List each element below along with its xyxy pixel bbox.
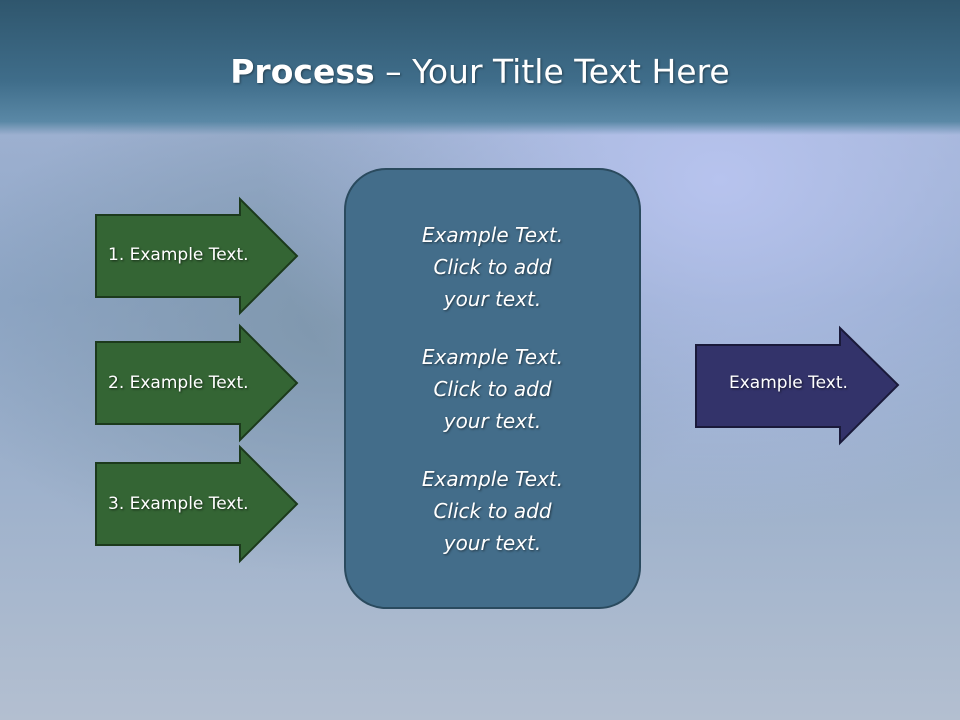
right-arrow-label: Example Text. (729, 373, 848, 393)
center-text-box[interactable]: Example Text. Click to add your text. Ex… (344, 168, 641, 609)
arrow-shape-2[interactable] (95, 323, 299, 443)
arrow-label-1: 1. Example Text. (108, 245, 249, 265)
slide-title[interactable]: Process – Your Title Text Here (0, 52, 960, 91)
arrow-shape-1[interactable] (95, 196, 299, 316)
center-paragraph-1: Example Text. Click to add your text. (421, 222, 564, 311)
arrow-label-3: 3. Example Text. (108, 494, 249, 514)
right-arrow-shape[interactable] (695, 325, 900, 446)
title-bar (0, 0, 960, 135)
center-paragraph-3: Example Text. Click to add your text. (421, 466, 564, 555)
arrow-label-2: 2. Example Text. (108, 373, 249, 393)
title-rest: – Your Title Text Here (374, 52, 730, 91)
arrow-shape-3[interactable] (95, 444, 299, 564)
title-bold: Process (230, 52, 375, 91)
center-paragraph-2: Example Text. Click to add your text. (421, 344, 564, 433)
